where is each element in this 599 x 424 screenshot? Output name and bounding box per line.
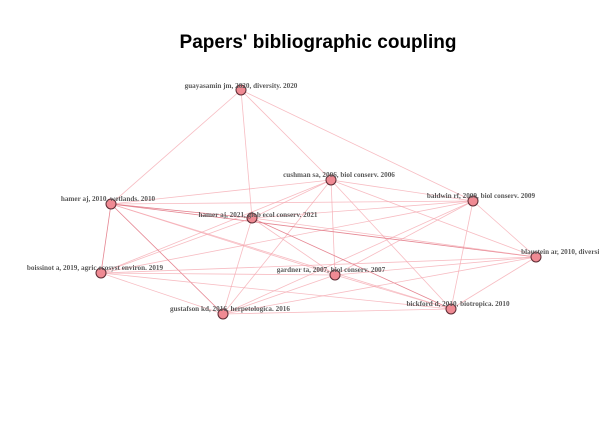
coupling-edge-baldwin-gustafson [222, 200, 474, 315]
labels-layer: guayasamin jm, 2020, diversity. 2020 cush… [27, 82, 599, 313]
plot-title: Papers' bibliographic coupling [180, 32, 457, 53]
paper-node-hamer2010[interactable] [105, 198, 117, 210]
coupling-edge-cushman-baldwin [330, 179, 474, 202]
coupling-edge-hamer2010-hamer2021 [110, 203, 253, 219]
paper-label-guayasamin: guayasamin jm, 2020, diversity. 2020 [185, 82, 298, 90]
edges-layer [100, 89, 537, 315]
coupling-edge-hamer2021-boissinot [100, 217, 253, 274]
coupling-edge-baldwin-hamer2021 [251, 200, 474, 219]
coupling-edge-guayasamin-hamer2010 [110, 89, 242, 205]
coupling-edge-hamer2010-boissinot [100, 203, 112, 274]
coupling-edge-gustafson-bickford [222, 308, 452, 315]
coupling-edge-hamer2010-bickford [110, 203, 452, 310]
coupling-edge-blaustein-boissinot [100, 256, 537, 274]
coupling-edge-blaustein-bickford [450, 256, 537, 310]
coupling-edge-hamer2021-blaustein [251, 217, 537, 258]
coupling-edge-hamer2021-gustafson [222, 217, 253, 315]
coupling-edge-baldwin-boissinot [100, 200, 474, 274]
coupling-edge-guayasamin-baldwin [240, 89, 474, 202]
paper-label-blaustein: blaustein ar, 2010, diversity. 2010 [521, 248, 599, 256]
coupling-edge-boissinot-gardner [100, 272, 336, 276]
coupling-edge-cushman-hamer2021 [251, 179, 332, 219]
coupling-edge-baldwin-hamer2010 [110, 200, 474, 205]
paper-node-cushman[interactable] [325, 174, 337, 186]
coupling-edge-boissinot-bickford [100, 272, 452, 310]
paper-label-gustafson: gustafson kd, 2016, herpetologica. 2016 [170, 305, 290, 313]
paper-label-baldwin: baldwin rf, 2009, biol conserv. 2009 [427, 192, 536, 200]
coupling-edge-cushman-boissinot [100, 179, 332, 274]
coupling-edge-baldwin-bickford [450, 200, 474, 310]
coupling-edge-baldwin-gardner [334, 200, 474, 276]
coupling-edge-boissinot-gustafson [100, 272, 224, 315]
paper-node-guayasamin[interactable] [235, 84, 247, 96]
paper-label-cushman: cushman sa, 2006, biol conserv. 2006 [283, 171, 395, 179]
paper-label-gardner: gardner ta, 2007, biol conserv. 2007 [277, 266, 386, 274]
coupling-edge-blaustein-gardner [334, 256, 537, 276]
paper-label-bickford: bickford d, 2010, biotropica. 2010 [406, 300, 510, 308]
coupling-edge-cushman-hamer2010 [110, 179, 332, 205]
paper-node-boissinot[interactable] [95, 267, 107, 279]
paper-node-gardner[interactable] [329, 269, 341, 281]
coupling-edge-hamer2021-gardner [251, 217, 336, 276]
coupling-edge-baldwin-blaustein [472, 200, 537, 258]
paper-node-hamer2021[interactable] [246, 212, 258, 224]
coupling-edge-hamer2010-blaustein [110, 203, 537, 258]
coupling-edge-blaustein-gustafson [222, 256, 537, 315]
paper-label-hamer2010: hamer aj, 2010, wetlands. 2010 [61, 195, 156, 203]
coupling-edge-gardner-bickford [334, 274, 452, 310]
paper-node-blaustein[interactable] [530, 251, 542, 263]
nodes-layer [95, 84, 542, 320]
paper-label-boissinot: boissinot a, 2019, agric ecosyst environ… [27, 264, 164, 272]
paper-node-baldwin[interactable] [467, 195, 479, 207]
paper-node-gustafson[interactable] [217, 308, 229, 320]
coupling-edge-guayasamin-hamer2021 [240, 89, 253, 219]
paper-label-hamer2021: hamer aj, 2021, glob ecol conserv. 2021 [198, 211, 317, 219]
coupling-edge-guayasamin-cushman [240, 89, 332, 181]
coupling-edge-cushman-gardner [330, 179, 336, 276]
coupling-edge-hamer2010-gustafson [110, 203, 224, 315]
coupling-edge-gardner-gustafson [222, 274, 336, 315]
coupling-edge-cushman-bickford [330, 179, 452, 310]
paper-node-bickford[interactable] [445, 303, 457, 315]
